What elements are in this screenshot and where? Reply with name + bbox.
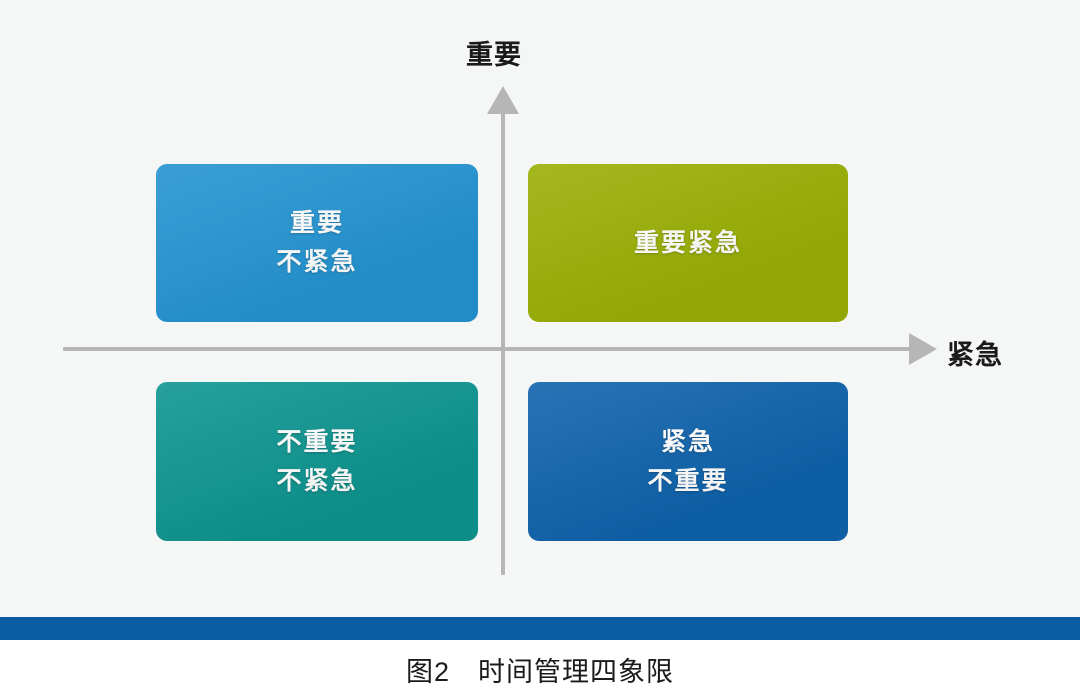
quadrant-label-line: 重要紧急	[633, 228, 742, 257]
figure-caption: 图2 时间管理四象限	[405, 657, 675, 687]
quadrant-important-urgent[interactable]: 重要紧急	[528, 164, 848, 322]
quadrant-not-important-not-urgent[interactable]: 不重要 不紧急	[156, 382, 478, 541]
vertical-axis-line	[501, 103, 505, 575]
quadrant-label-line: 紧急	[660, 427, 715, 456]
horizontal-axis-line	[63, 347, 925, 351]
quadrant-label-line: 不重要	[647, 466, 729, 495]
arrow-up-icon	[487, 86, 519, 114]
quadrant-label-line: 不紧急	[276, 248, 358, 276]
quadrant-label-line: 重要	[289, 209, 344, 237]
time-management-quadrant-diagram: 重要 紧急 重要 不紧急 重要紧急 不重要 不紧急 紧急 不重要	[0, 0, 1080, 617]
quadrant-label-line: 不重要	[276, 427, 358, 456]
horizontal-axis-label: 紧急	[947, 340, 1003, 370]
caption-area: 图2 时间管理四象限	[0, 640, 1080, 699]
quadrant-urgent-not-important[interactable]: 紧急 不重要	[528, 382, 848, 541]
quadrant-label-line: 不紧急	[276, 466, 358, 495]
quadrant-important-not-urgent[interactable]: 重要 不紧急	[156, 164, 478, 322]
footer-divider-bar	[0, 617, 1080, 640]
arrow-right-icon	[909, 333, 937, 365]
vertical-axis-label: 重要	[466, 40, 522, 70]
